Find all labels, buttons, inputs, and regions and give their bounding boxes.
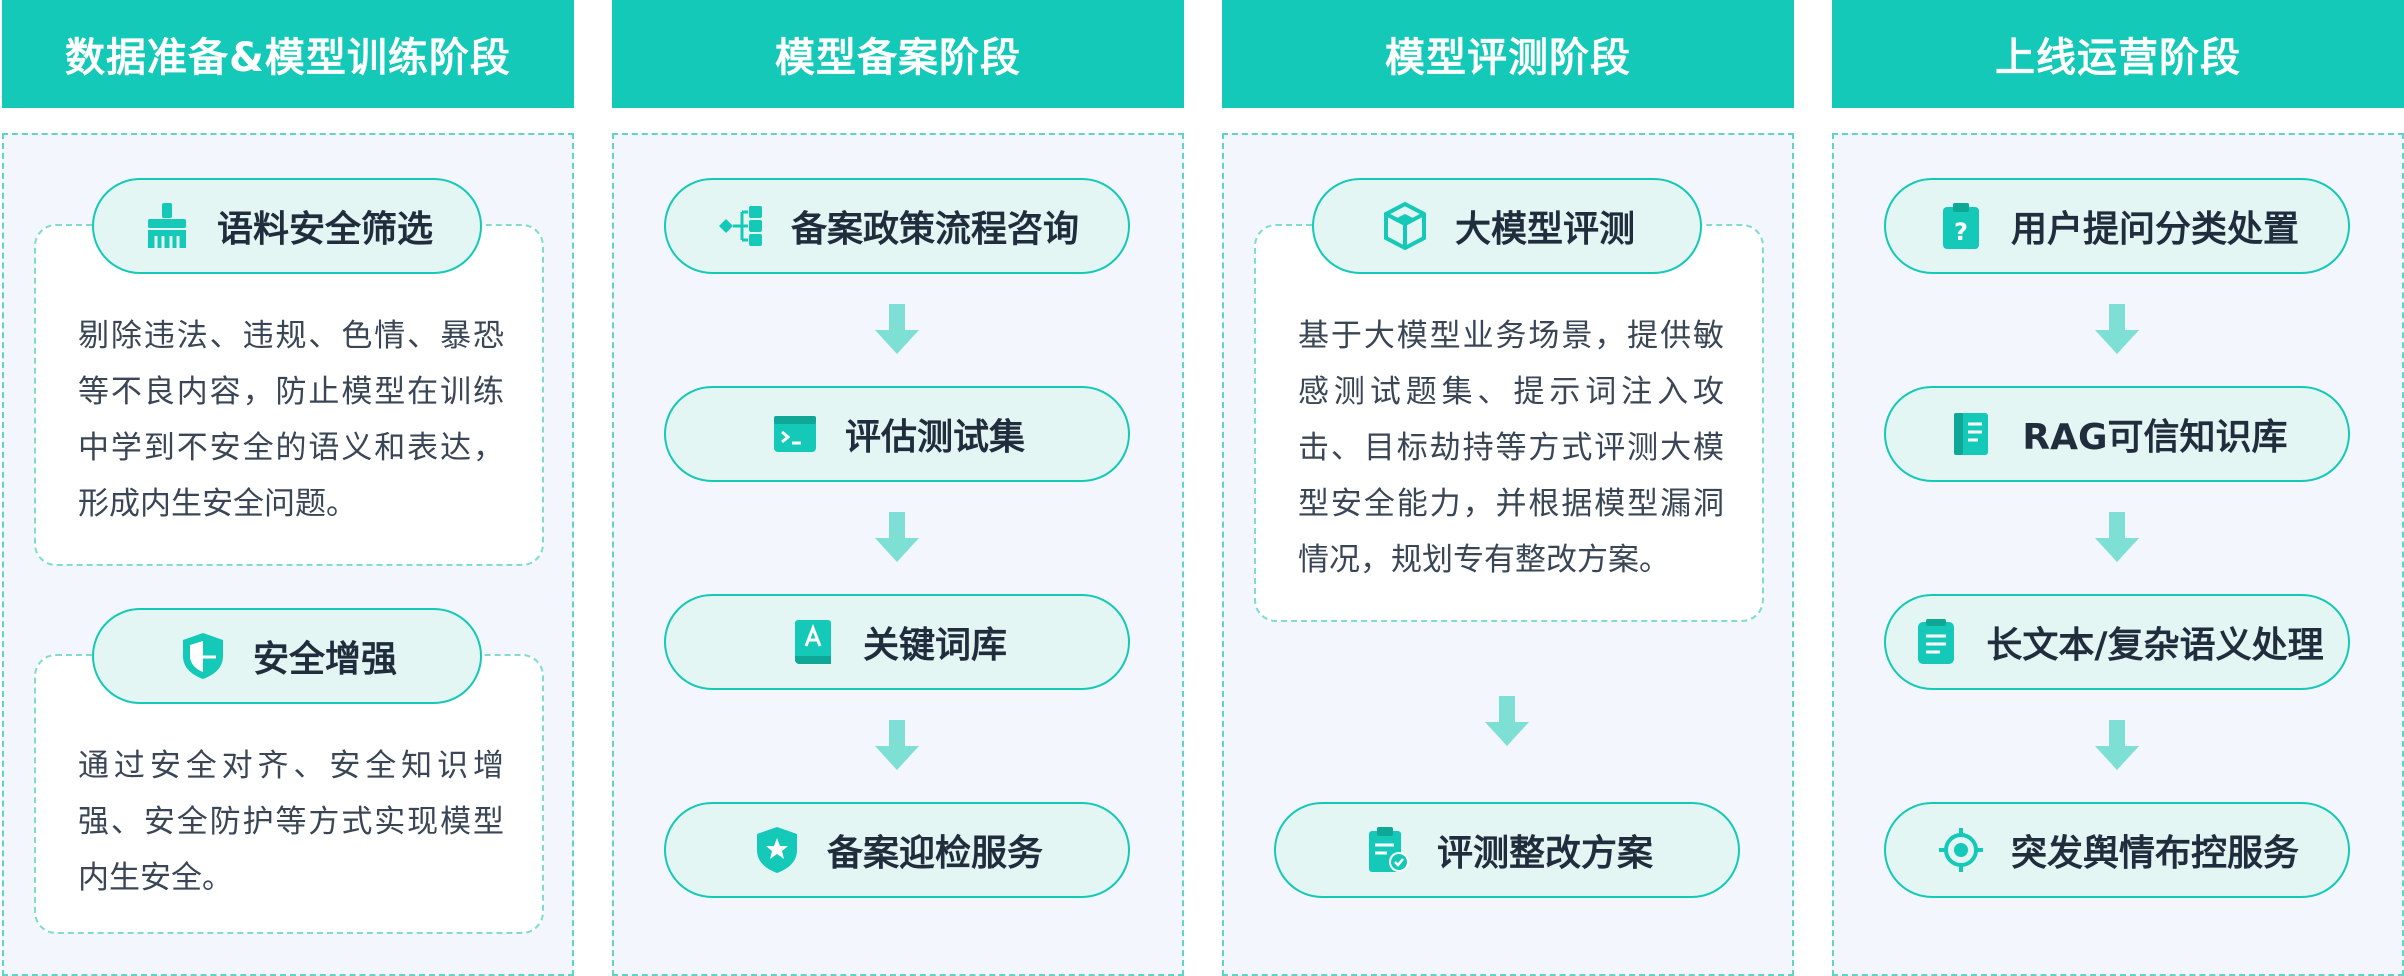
star-badge-icon [751,824,803,876]
pill-sentiment-monitor[interactable]: 突发舆情布控服务 [1884,802,2350,898]
broom-icon [141,200,193,252]
description-text: 基于大模型业务场景，提供敏感测试题集、提示词注入攻击、目标劫持等方式评测大模型安… [1298,318,1724,578]
pill-label: 备案政策流程咨询 [790,209,1079,250]
pill-label: 安全增强 [252,639,397,680]
down-arrow-icon [875,304,919,354]
cube-icon [1379,200,1431,252]
down-arrow-icon [2095,512,2139,562]
pill-test-set[interactable]: 评估测试集 [664,386,1130,482]
down-arrow-icon [1485,696,1529,746]
stage-header: 模型备案阶段 [612,0,1184,108]
pill-rectification-plan[interactable]: 评测整改方案 [1274,802,1740,898]
pill-label: 长文本/复杂语义处理 [1986,625,2324,666]
question-clipboard-icon: ? [1935,200,1987,252]
pill-inspection-service[interactable]: 备案迎检服务 [664,802,1130,898]
stage-header: 数据准备&模型训练阶段 [2,0,574,108]
pill-label: 语料安全筛选 [216,209,433,250]
pill-filing-consult[interactable]: 备案政策流程咨询 [664,178,1130,274]
pill-label: 突发舆情布控服务 [2010,833,2299,874]
pill-corpus-filter[interactable]: 语料安全筛选 [92,178,482,274]
down-arrow-icon [875,512,919,562]
stage-column-data-training: 数据准备&模型训练阶段 剔除违法、违规、色情、暴恐等不良内容，防止模型在训练中学… [2,0,574,976]
clipboard-check-icon [1361,824,1413,876]
stage-header: 上线运营阶段 [1832,0,2404,108]
description-card: 剔除违法、违规、色情、暴恐等不良内容，防止模型在训练中学到不安全的语义和表达，形… [34,224,544,566]
pill-label: RAG可信知识库 [2022,417,2288,458]
book-icon [1946,408,1998,460]
dictionary-icon [787,616,839,668]
description-text: 剔除违法、违规、色情、暴恐等不良内容，防止模型在训练中学到不安全的语义和表达，形… [78,318,504,522]
down-arrow-icon [2095,720,2139,770]
shield-icon [177,630,229,682]
document-list-icon [1910,616,1962,668]
pill-label: 评估测试集 [844,417,1025,458]
stage-column-operation: 上线运营阶段 ? 用户提问分类处置 RAG可信知识库 长文本/复杂语义处理 突发… [1832,0,2404,976]
pill-security-enhance[interactable]: 安全增强 [92,608,482,704]
down-arrow-icon [2095,304,2139,354]
stage-column-evaluation: 模型评测阶段 基于大模型业务场景，提供敏感测试题集、提示词注入攻击、目标劫持等方… [1222,0,1794,976]
pill-label: 备案迎检服务 [826,833,1043,874]
description-text: 通过安全对齐、安全知识增强、安全防护等方式实现模型内生安全。 [78,748,504,896]
pill-rag-knowledge[interactable]: RAG可信知识库 [1884,386,2350,482]
target-icon [1935,824,1987,876]
pill-keyword-lib[interactable]: 关键词库 [664,594,1130,690]
description-card: 基于大模型业务场景，提供敏感测试题集、提示词注入攻击、目标劫持等方式评测大模型安… [1254,224,1764,622]
pill-llm-evaluation[interactable]: 大模型评测 [1312,178,1702,274]
down-arrow-icon [875,720,919,770]
pill-label: 用户提问分类处置 [2010,209,2299,250]
terminal-icon [769,408,821,460]
pill-label: 评测整改方案 [1436,833,1653,874]
pill-label: 大模型评测 [1454,209,1635,250]
stage-header: 模型评测阶段 [1222,0,1794,108]
svg-text:?: ? [1954,218,1968,246]
stage-column-filing: 模型备案阶段 备案政策流程咨询 评估测试集 关键词库 备案迎检服务 [612,0,1184,976]
pill-long-text[interactable]: 长文本/复杂语义处理 [1884,594,2350,690]
flowchart-icon [715,200,767,252]
pill-question-triage[interactable]: ? 用户提问分类处置 [1884,178,2350,274]
pill-label: 关键词库 [862,625,1007,666]
